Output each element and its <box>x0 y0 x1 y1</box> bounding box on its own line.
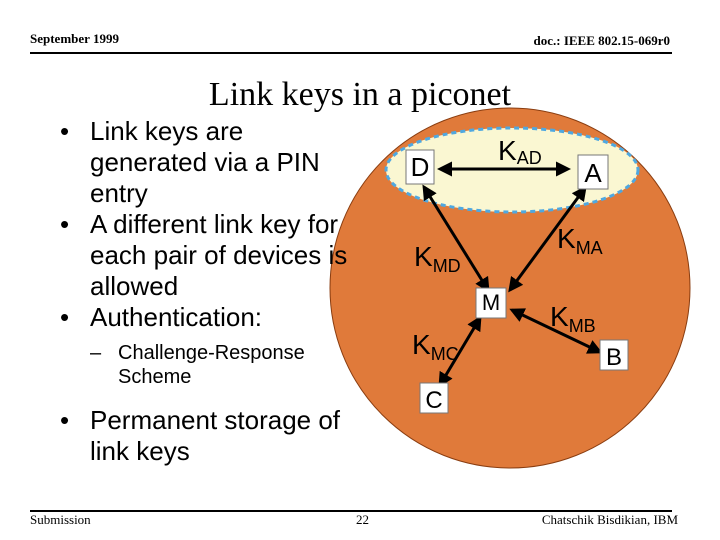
link-m-c <box>438 315 482 388</box>
link-m-b <box>509 308 603 354</box>
bullet-item: • Permanent storage of link keys <box>52 405 352 467</box>
sub-bullet-text: Challenge-Response Scheme <box>118 342 305 388</box>
node-d-label: D <box>411 152 430 182</box>
bullet-item: • Authentication: <box>52 302 352 333</box>
slide-title: Link keys in a piconet <box>0 76 720 114</box>
bullet-item: • A different link key for each pair of d… <box>52 209 352 302</box>
key-mb-label: KMB <box>550 301 596 336</box>
node-c-box <box>419 382 449 414</box>
link-m-a <box>508 185 587 293</box>
key-md-label: KMD <box>414 241 461 276</box>
header-divider <box>30 52 672 54</box>
header-date: September 1999 <box>30 31 119 46</box>
footer-divider <box>30 510 672 512</box>
bullet-item: • Link keys are generated via a PIN entry <box>52 116 352 209</box>
header-doc-id: doc.: IEEE 802.15-069r0 <box>533 33 671 48</box>
slide-title-text: Link keys in a piconet <box>208 76 512 113</box>
key-mc-label: KMC <box>412 329 459 364</box>
bullet-dot: • <box>60 302 70 332</box>
footer-submission: Submission <box>30 512 91 527</box>
bullet-text: Permanent storage of link keys <box>90 405 341 466</box>
node-b-label: B <box>606 344 622 371</box>
bullet-list: • Link keys are generated via a PIN entry… <box>52 116 352 467</box>
sub-bullet-item: –Challenge-Response Scheme <box>52 341 352 389</box>
key-ad-label: KAD <box>498 135 542 168</box>
node-a-box <box>577 154 609 190</box>
bullet-text: Link keys are generated via a PIN entry <box>90 116 320 208</box>
node-m-label: M <box>482 290 500 315</box>
bullet-dot: • <box>60 116 70 146</box>
node-c-label: C <box>425 387 442 414</box>
node-d-box <box>405 149 435 185</box>
link-m-d <box>422 184 490 293</box>
bullet-text: Authentication: <box>90 302 263 332</box>
bullet-text: A different link key for each pair of de… <box>90 209 348 301</box>
node-b-box <box>599 339 629 371</box>
sub-bullet-dash: – <box>90 342 102 364</box>
bullet-dot: • <box>60 405 70 435</box>
node-m-box <box>475 287 507 319</box>
bullet-dot: • <box>60 209 70 239</box>
footer-author: Chatschik Bisdikian, IBM <box>541 512 678 527</box>
footer-page-number: 22 <box>356 512 369 527</box>
key-ma-label: KMA <box>557 223 603 258</box>
node-a-label: A <box>584 158 602 188</box>
